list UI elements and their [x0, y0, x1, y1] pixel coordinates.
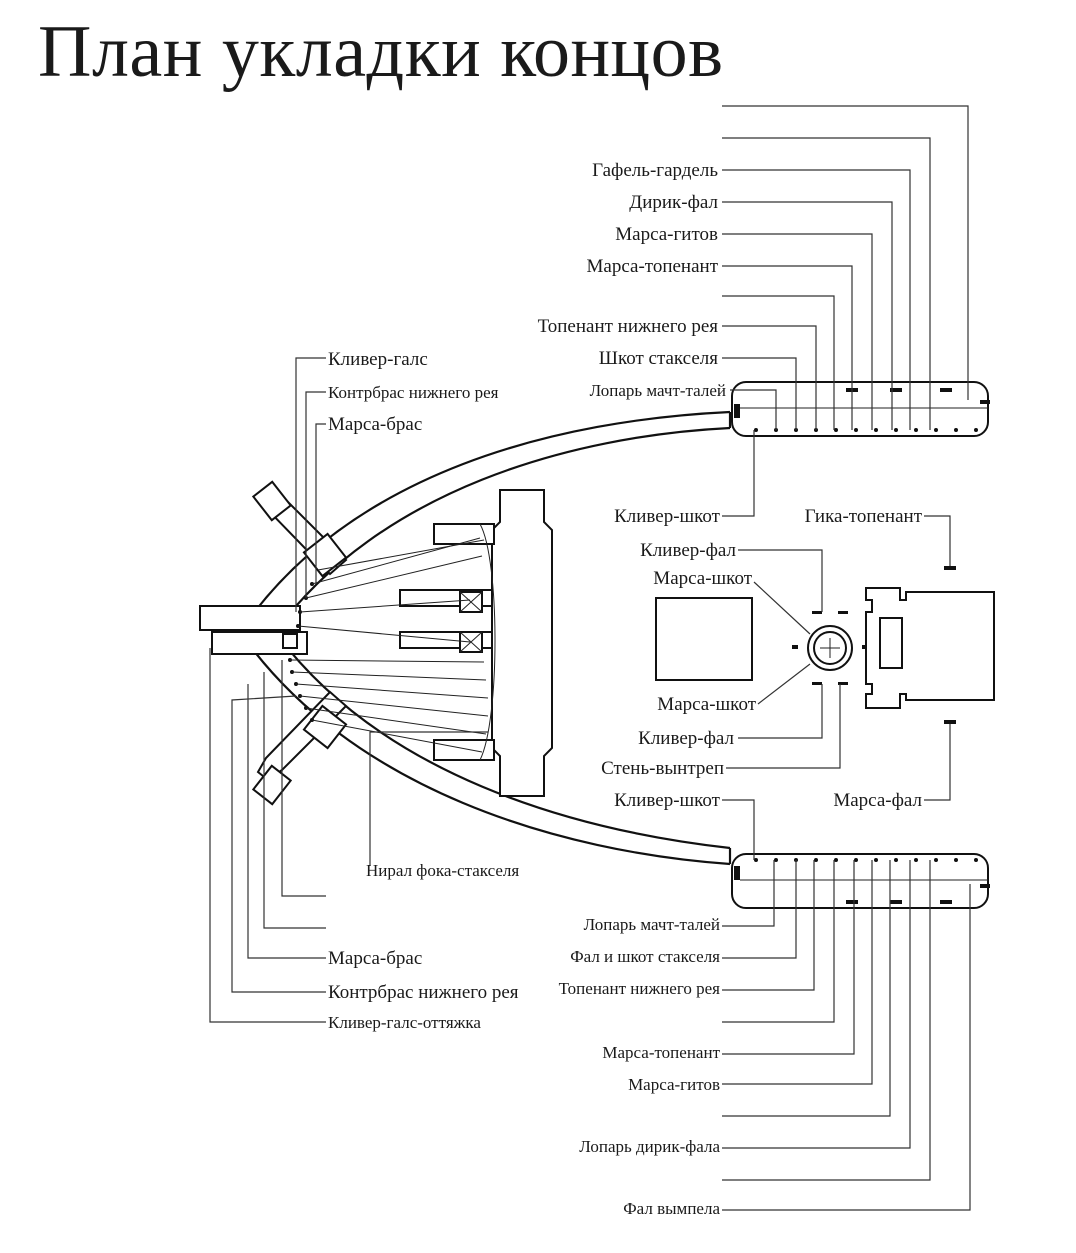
page-title: План укладки концов [38, 11, 724, 93]
label-marsa-fal: Марса-фал [833, 790, 922, 811]
label-shkot-staksela: Шкот стакселя [599, 348, 718, 369]
label-niral-foka-staksela: Нирал фока-стакселя [366, 861, 519, 880]
windlass [399, 489, 553, 797]
deckhouse [865, 587, 995, 709]
label-kliver-fal-bottom: Кливер-фал [638, 728, 734, 749]
cathead-bottom [251, 690, 348, 806]
label-kontrbras-nizhnego-reya-bottom: Контрбрас нижнего рея [328, 982, 519, 1003]
label-kontrbras-nizhnego-reya-top: Контрбрас нижнего рея [328, 383, 499, 402]
label-topenant-nizhnego-reya-top: Топенант нижнего рея [538, 316, 719, 337]
cathead-top [251, 480, 348, 578]
leader-lines-left [209, 357, 488, 1023]
labels: Гафель-гардель Дирик-фал Марса-гитов Мар… [328, 160, 923, 1218]
label-marsa-bras-bottom: Марса-брас [328, 948, 422, 969]
hatch [655, 597, 753, 681]
label-marsa-topenant-bottom: Марса-топенант [602, 1043, 720, 1062]
label-topenant-nizhnego-reya-bottom: Топенант нижнего рея [559, 979, 721, 998]
foremast [792, 611, 868, 685]
bowsprit [199, 605, 308, 655]
label-marsa-gitov-top: Марса-гитов [615, 224, 718, 245]
label-kliver-shkot-bottom: Кливер-шкот [614, 790, 721, 811]
label-kliver-fal-top: Кливер-фал [640, 540, 736, 561]
label-gafel-gardel: Гафель-гардель [592, 160, 718, 181]
label-sten-vyntrep: Стень-вынтреп [601, 758, 724, 779]
label-marsa-shkot-top: Марса-шкот [653, 568, 752, 589]
label-kliver-shkot-top: Кливер-шкот [614, 506, 721, 527]
label-kliver-gals-ottyazhka: Кливер-галс-оттяжка [328, 1013, 481, 1032]
label-dirik-fal: Дирик-фал [629, 192, 718, 213]
leader-lines-top [722, 105, 969, 860]
label-marsa-topenant-top: Марса-топенант [587, 256, 719, 277]
label-gika-topenant: Гика-топенант [805, 506, 923, 527]
label-marsa-shkot-bottom: Марса-шкот [657, 694, 756, 715]
label-lopar-macht-taley-bottom: Лопарь мачт-талей [584, 915, 720, 934]
pin-rail-bottom [731, 853, 989, 909]
label-fal-vympela: Фал вымпела [623, 1199, 720, 1218]
label-lopar-macht-taley-top: Лопарь мачт-талей [590, 381, 726, 400]
label-kliver-gals: Кливер-галс [328, 349, 428, 370]
leader-lines-bottom [722, 860, 971, 1211]
label-marsa-bras-top: Марса-брас [328, 414, 422, 435]
bow-rope-lines [289, 537, 489, 753]
label-marsa-gitov-bottom: Марса-гитов [628, 1075, 720, 1094]
label-fal-i-shkot-staksela: Фал и шкот стакселя [570, 947, 720, 966]
label-lopar-dirik-fala: Лопарь дирик-фала [579, 1137, 720, 1156]
